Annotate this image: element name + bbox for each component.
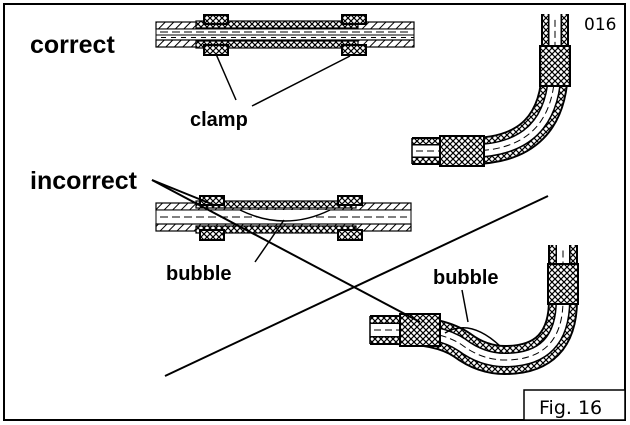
label-correct: correct: [30, 31, 115, 59]
leader-incorrect-bend: [151, 179, 421, 323]
bubble-shape-bend: [444, 327, 501, 347]
correct-straight-joint: [155, 14, 415, 56]
clamp-left-top: [203, 14, 229, 25]
label-bubble-bend: bubble: [433, 267, 499, 289]
clamp-misplaced-right-bottom: [337, 229, 363, 241]
leader-clamp-right: [251, 55, 351, 107]
diagonal-separator: [164, 195, 549, 377]
clamp-right-top: [341, 14, 367, 25]
figure-code: 016: [584, 15, 616, 35]
fig-label: Fig. 16: [539, 397, 602, 419]
leader-incorrect-straight: [151, 179, 215, 206]
clamp-misplaced-left-bottom: [199, 229, 225, 241]
incorrect-straight-joint: [155, 195, 412, 241]
leader-bubble-straight: [254, 219, 285, 263]
clamp-misplaced-right-top: [337, 195, 363, 206]
incorrect-bend-joint: [369, 245, 579, 376]
clamp-right-bottom: [341, 44, 367, 56]
correct-bend-joint: [411, 14, 571, 167]
label-clamp: clamp: [190, 109, 248, 131]
label-bubble-straight: bubble: [166, 263, 232, 285]
clamp-left-bottom: [203, 44, 229, 56]
fig-label-box: [523, 389, 626, 421]
leader-clamp-left: [215, 53, 237, 101]
label-incorrect: incorrect: [30, 167, 138, 195]
leader-bubble-bend: [461, 289, 469, 323]
bubble-shape-straight: [239, 209, 331, 222]
